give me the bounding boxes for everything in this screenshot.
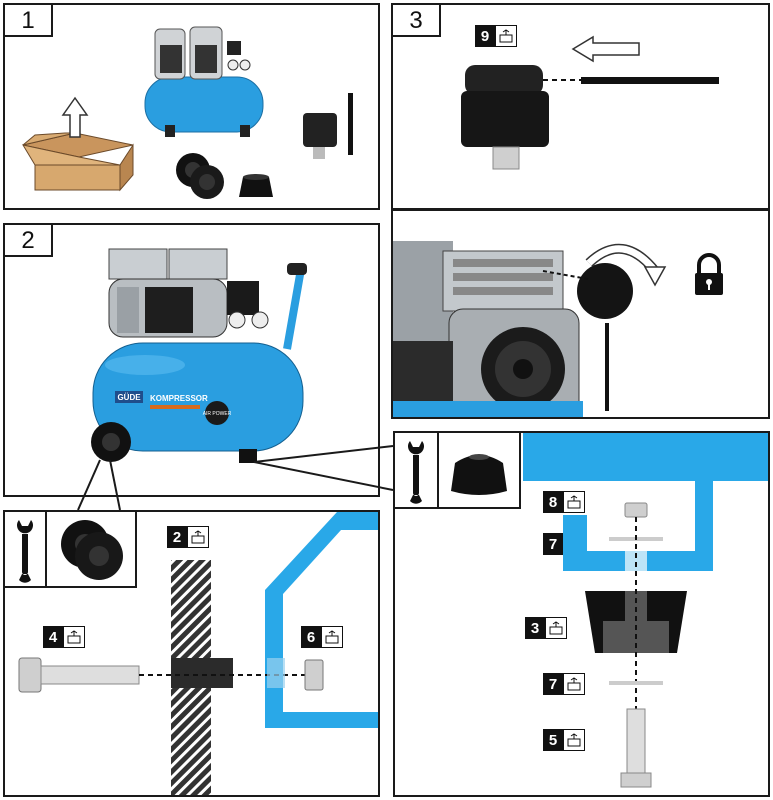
step-3-number: 3 [393, 5, 441, 37]
parts-box-icon [321, 626, 343, 648]
wrench-icon [17, 520, 33, 583]
step-3-detail-illustration [393, 211, 768, 417]
nut [624, 502, 648, 518]
parts-box-icon [545, 617, 567, 639]
step-2-number: 2 [5, 225, 53, 257]
compressor-motor [108, 248, 228, 338]
wrench-icon [408, 441, 424, 504]
step-1-number: 1 [5, 5, 53, 37]
part-number: 7 [543, 673, 563, 695]
air-filter-installed [577, 263, 633, 411]
model-text: KOMPRESSOR [150, 394, 208, 403]
part-2-badge: 2 [167, 526, 209, 548]
lock-icon [695, 253, 723, 295]
arrow-left-icon [571, 35, 640, 63]
foot-bolt [626, 708, 646, 778]
rubber-foot-icon [451, 454, 507, 495]
step-1-illustration [21, 26, 353, 199]
parts-box-icon [187, 526, 209, 548]
bolt [18, 657, 140, 693]
sticker-text: AIR POWER [203, 411, 232, 417]
foot-detail-panel: 8 7 3 7 5 [393, 431, 770, 797]
wheel-detail-panel: 2 4 6 [3, 510, 380, 797]
parts-box-icon [563, 491, 585, 513]
compressor-small [144, 26, 264, 137]
part-number: 3 [525, 617, 545, 639]
wheels-small [176, 153, 224, 199]
part-number: 5 [543, 729, 563, 751]
parts-box-icon [563, 729, 585, 751]
tool-box-wheels [45, 512, 137, 588]
rotate-arrow-icon [585, 243, 667, 287]
rubber-foot-small [239, 174, 273, 197]
tool-box-foot [437, 433, 521, 509]
part-number: 8 [543, 491, 563, 513]
tool-box-wrench [5, 512, 47, 588]
brand-logo-text: GÜDE [117, 393, 141, 402]
compressor-tank [92, 342, 304, 452]
part-7-badge-bottom: 7 [543, 673, 585, 695]
washer-bottom [609, 681, 663, 685]
rubber-foot [239, 449, 257, 463]
step-3-panel: 3 9 [391, 3, 770, 210]
wheel [91, 422, 131, 462]
part-5-badge: 5 [543, 729, 585, 751]
part-8-badge: 8 [543, 491, 585, 513]
wheel-assembly-diagram [18, 512, 378, 795]
part-6-badge: 6 [301, 626, 343, 648]
air-filter [461, 65, 549, 170]
step-1-panel: 1 [3, 3, 380, 210]
handle [283, 263, 307, 350]
wheel-bushing [171, 658, 233, 688]
nut [304, 659, 324, 691]
part-9-badge: 9 [475, 25, 517, 47]
foot-assembly-diagram [523, 433, 768, 788]
pressure-switch [227, 281, 269, 329]
brand-label: GÜDE KOMPRESSOR AIR POWER [115, 391, 232, 425]
handle-rod-small [348, 93, 353, 155]
arrow-up-icon [61, 96, 89, 138]
tank-frame [265, 512, 378, 795]
parts-box-icon [563, 673, 585, 695]
step-3-top-illustration [461, 35, 719, 170]
tool-box-wrench-2 [395, 433, 439, 509]
parts-box-icon [495, 25, 517, 47]
part-number: 2 [167, 526, 187, 548]
part-number: 7 [543, 533, 563, 555]
part-number: 6 [301, 626, 321, 648]
motor-head [393, 241, 583, 417]
step-3-detail-panel [391, 209, 770, 419]
air-filter-small [303, 113, 337, 159]
part-number: 4 [43, 626, 63, 648]
compressor-illustration: GÜDE KOMPRESSOR AIR POWER [91, 248, 307, 463]
part-number: 9 [475, 25, 495, 47]
part-3-badge: 3 [525, 617, 567, 639]
parts-box-icon [63, 626, 85, 648]
part-4-badge: 4 [43, 626, 85, 648]
wheels-icon [61, 520, 123, 580]
step-2-panel: 2 GÜDE KOMPRESSOR AIR POWER [3, 223, 380, 497]
cardboard-box [21, 132, 134, 192]
tank-bottom-frame [523, 433, 768, 571]
rod [581, 77, 719, 84]
